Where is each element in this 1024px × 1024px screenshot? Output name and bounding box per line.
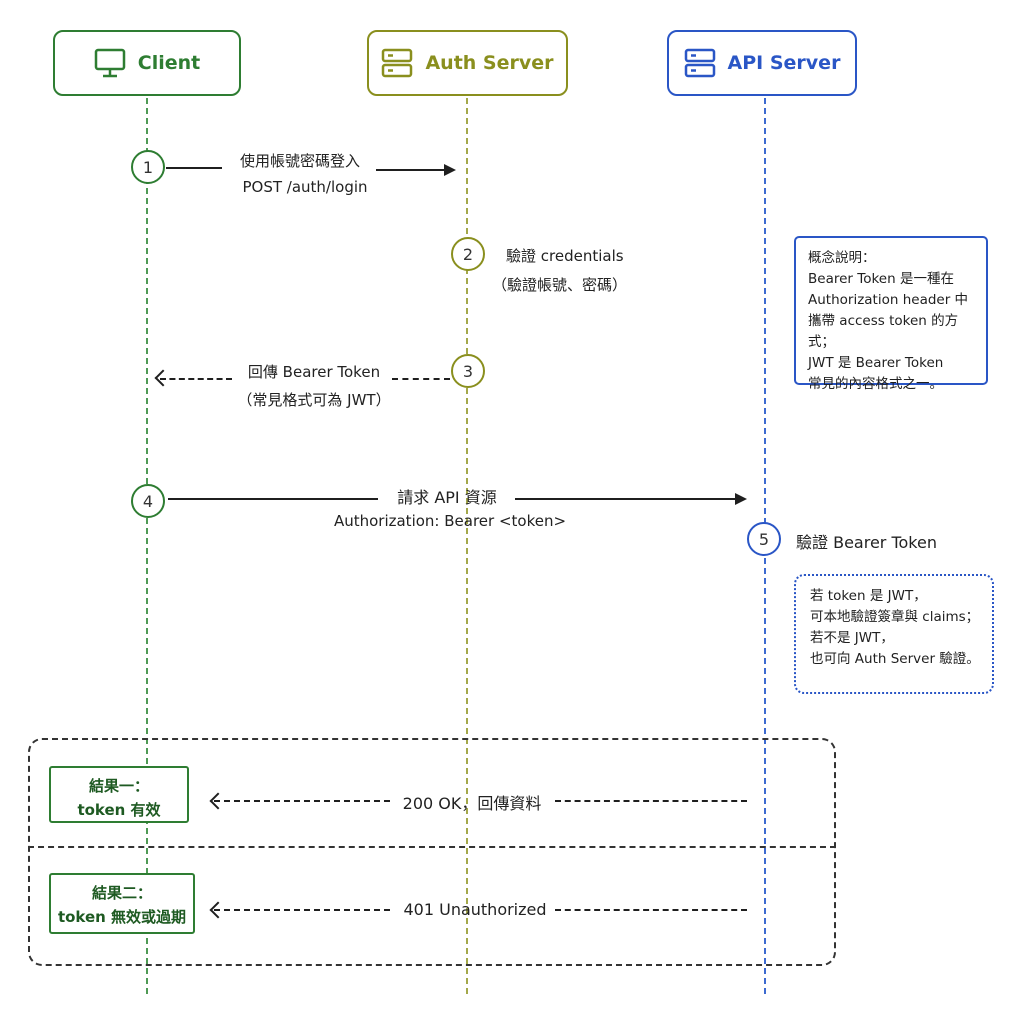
result-2-box: 結果二： token 無效或過期 xyxy=(49,873,195,934)
concept-note-line: JWT 是 Bearer Token xyxy=(808,355,944,371)
step-2-marker: 2 xyxy=(451,237,485,271)
step-4-label: 請求 API 資源 xyxy=(397,488,497,507)
server-icon xyxy=(381,48,413,78)
step-1-label: 使用帳號密碼登入 xyxy=(239,152,361,170)
concept-note-line: 概念說明： xyxy=(808,250,876,266)
result-2-text: token 無效或過期 xyxy=(57,908,187,926)
server-icon xyxy=(684,48,716,78)
jwt-note-line: 可本地驗證簽章與 claims； xyxy=(810,609,980,625)
step-4-arrow-line-left xyxy=(168,498,378,500)
step-1-arrowhead xyxy=(444,164,456,176)
step-3-marker: 3 xyxy=(451,354,485,388)
step-1-arrow-line-right xyxy=(376,169,446,171)
concept-note-line: 攜帶 access token 的方式； xyxy=(808,313,959,350)
result-1-title: 結果一： xyxy=(88,777,149,795)
result-1-line-left xyxy=(214,800,390,802)
step-4-marker: 4 xyxy=(131,484,165,518)
actor-api-server-label: API Server xyxy=(727,52,841,74)
concept-note-line: Authorization header 中 xyxy=(808,292,969,308)
result-1-text: token 有效 xyxy=(77,801,161,819)
result-2-line-right xyxy=(555,909,747,911)
concept-note-line: Bearer Token 是一種在 xyxy=(808,271,954,287)
lifeline-auth-server xyxy=(466,98,468,994)
alt-results-frame xyxy=(28,738,836,966)
monitor-icon xyxy=(94,48,126,78)
step-1-marker: 1 xyxy=(131,150,165,184)
step-2-sublabel: （驗證帳號、密碼） xyxy=(492,276,628,294)
step-4-arrow-line-right xyxy=(515,498,737,500)
result-2-response: 401 Unauthorized xyxy=(403,900,547,919)
step-3-arrow-line-left xyxy=(160,378,232,380)
result-2-line-left xyxy=(214,909,390,911)
result-1-response: 200 OK，回傳資料 xyxy=(402,794,542,813)
result-1-box: 結果一： token 有效 xyxy=(49,766,189,823)
actor-client: Client xyxy=(53,30,241,96)
step-3-arrow-line-right xyxy=(392,378,450,380)
step-4-arrowhead xyxy=(735,493,747,505)
step-3-arrowhead xyxy=(154,369,172,387)
step-2-label: 驗證 credentials xyxy=(506,247,624,265)
jwt-verification-note: 若 token 是 JWT， 可本地驗證簽章與 claims； 若不是 JWT，… xyxy=(794,574,994,694)
jwt-note-line: 也可向 Auth Server 驗證。 xyxy=(810,651,980,667)
step-1-sublabel: POST /auth/login xyxy=(242,178,368,196)
lifeline-client xyxy=(146,98,148,994)
actor-client-label: Client xyxy=(137,52,201,74)
actor-auth-server: Auth Server xyxy=(367,30,568,96)
actor-auth-server-label: Auth Server xyxy=(425,52,554,74)
alt-divider xyxy=(28,846,836,848)
step-3-sublabel: （常見格式可為 JWT） xyxy=(237,391,391,409)
result-1-line-right xyxy=(555,800,747,802)
jwt-note-line: 若 token 是 JWT， xyxy=(810,588,927,604)
step-1-arrow-line-left xyxy=(166,167,222,169)
step-3-label: 回傳 Bearer Token xyxy=(247,363,381,381)
concept-note: 概念說明： Bearer Token 是一種在 Authorization he… xyxy=(794,236,988,392)
jwt-note-line: 若不是 JWT， xyxy=(810,630,894,646)
step-4-sublabel: Authorization: Bearer <token> xyxy=(333,512,567,530)
concept-note-line: 常見的內容格式之一。 xyxy=(808,376,943,392)
actor-api-server: API Server xyxy=(667,30,857,96)
step-5-marker: 5 xyxy=(747,522,781,556)
step-5-label: 驗證 Bearer Token xyxy=(796,533,937,552)
result-2-title: 結果二： xyxy=(91,884,152,902)
